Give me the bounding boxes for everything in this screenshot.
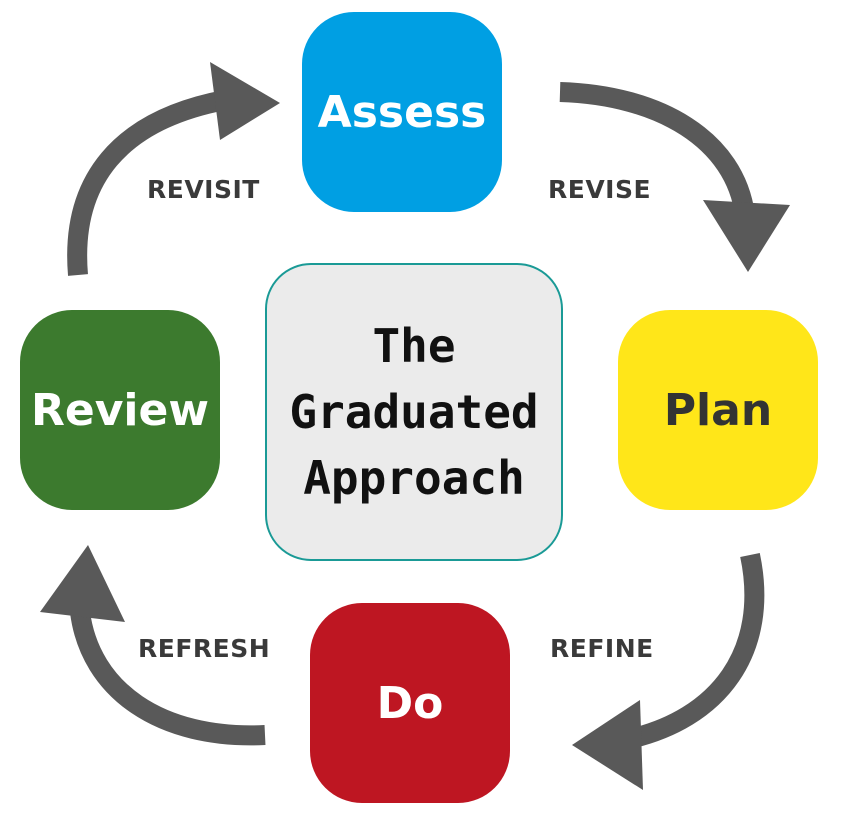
- stage-plan: Plan: [618, 310, 818, 510]
- arrowhead-down: [703, 200, 790, 272]
- arrow-do-to-review: [70, 610, 266, 746]
- arrowhead-left: [572, 700, 643, 790]
- stage-do: Do: [310, 603, 510, 803]
- stage-assess-label: Assess: [317, 86, 487, 138]
- stage-review: Review: [20, 310, 220, 510]
- stage-plan-label: Plan: [663, 384, 773, 436]
- arrow-assess-to-plan: [559, 82, 755, 217]
- arrowhead-right: [210, 62, 280, 140]
- stage-do-label: Do: [376, 677, 444, 729]
- label-revise: REVISE: [548, 175, 652, 204]
- center-title-line2: Graduated: [289, 385, 539, 439]
- label-revisit: REVISIT: [147, 175, 260, 204]
- label-refine: REFINE: [550, 634, 654, 663]
- arrow-plan-to-do: [622, 552, 765, 750]
- stage-review-label: Review: [31, 384, 209, 436]
- arrow-review-to-assess: [67, 90, 227, 276]
- center-title-line1: The: [372, 319, 456, 373]
- label-refresh: REFRESH: [138, 634, 271, 663]
- arrowhead-up: [40, 545, 125, 622]
- stage-assess: Assess: [302, 12, 502, 212]
- center-title-box: The Graduated Approach: [265, 263, 563, 561]
- center-title-line3: Approach: [303, 451, 525, 505]
